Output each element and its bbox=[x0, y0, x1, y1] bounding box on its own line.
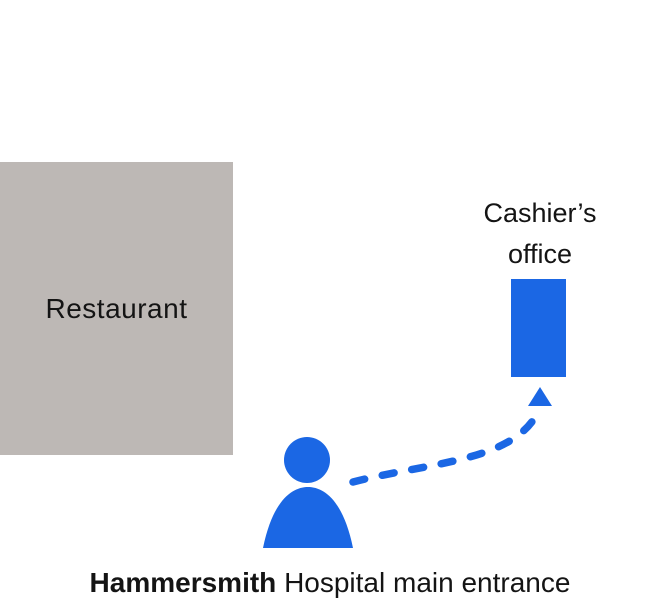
restaurant-label: Restaurant bbox=[45, 292, 188, 324]
restaurant-building: Restaurant bbox=[0, 162, 233, 455]
cashiers-office-label-line1: Cashier’s bbox=[483, 198, 597, 228]
dashed-route-arrow-icon bbox=[349, 406, 543, 486]
caption-regular-text: Hospital main entrance bbox=[284, 567, 571, 598]
route-arrowhead-icon bbox=[528, 387, 552, 406]
cashiers-office-marker bbox=[511, 279, 566, 377]
cashiers-office-label: Cashier’s office bbox=[440, 193, 640, 275]
cashiers-office-label-line2: office bbox=[507, 239, 573, 269]
person-icon bbox=[263, 437, 353, 548]
caption: Hammersmith Hospital main entrance bbox=[0, 567, 660, 599]
caption-bold-text: Hammersmith bbox=[89, 567, 277, 598]
